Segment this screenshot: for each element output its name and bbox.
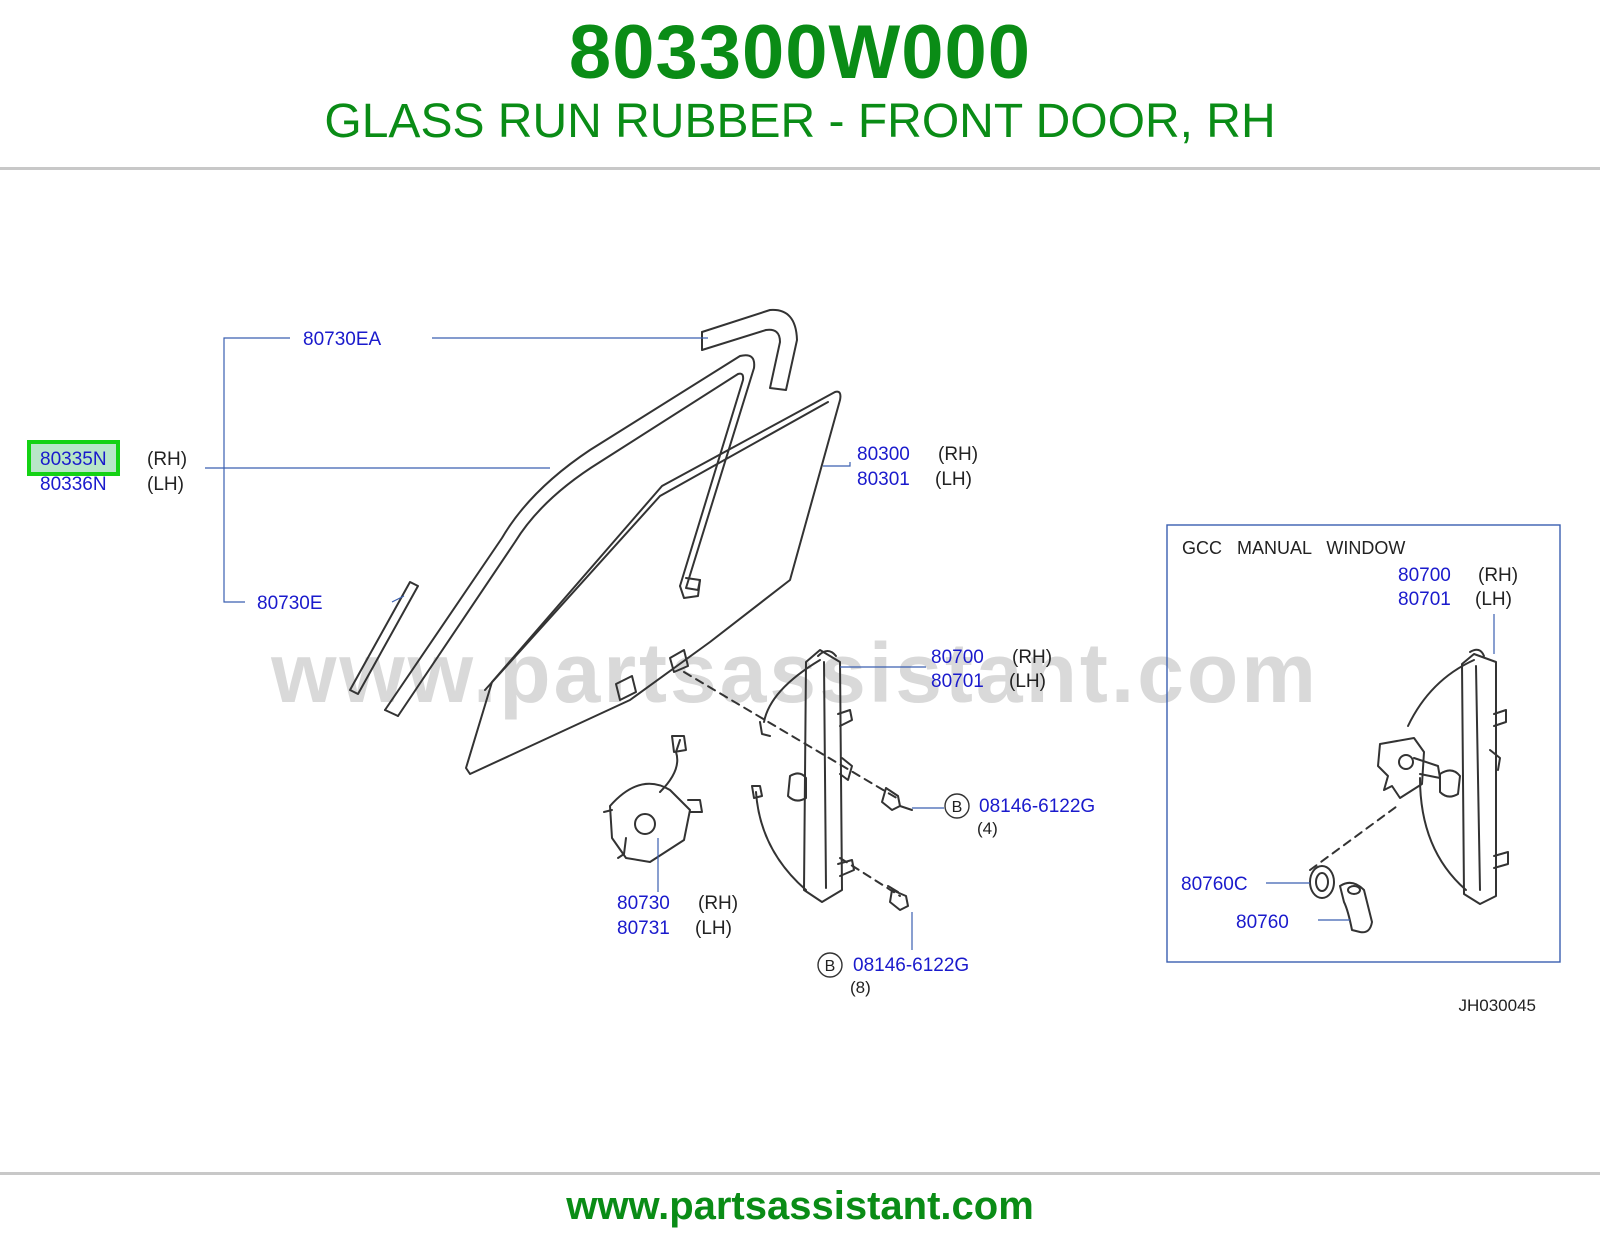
glass-run-upper-drawing (701, 308, 798, 391)
inset-callout-80700-side: (RH) (1478, 565, 1518, 586)
bolt-lower-qty: (8) (850, 978, 871, 997)
bolt-upper-qty: (4) (977, 819, 998, 838)
callout-80700-side: (RH) (1012, 647, 1052, 668)
callout-80730E[interactable]: 80730E (257, 593, 323, 614)
window-regulator-drawing (751, 649, 855, 903)
ref-circle-lower (817, 952, 843, 978)
callout-80300[interactable]: 80300 (857, 444, 910, 465)
bolt-upper-ref: B (952, 799, 963, 816)
inset-regulator-drawing (1377, 648, 1509, 905)
inset-callout-80701-side: (LH) (1475, 589, 1512, 610)
parts-diagram: www.partsassistant.com (0, 290, 1600, 1050)
callout-80701-side: (LH) (1009, 671, 1046, 692)
callout-80700[interactable]: 80700 (931, 647, 984, 668)
inset-frame (1166, 524, 1561, 963)
drawing-code: JH030045 (1458, 996, 1536, 1015)
callout-80731-side: (LH) (695, 918, 732, 939)
footer-divider (0, 1172, 1600, 1175)
callout-80730[interactable]: 80730 (617, 893, 670, 914)
inset-title: GCC MANUAL WINDOW (1182, 538, 1405, 558)
glass-run-rubber-drawing (384, 354, 756, 717)
callout-80301-side: (LH) (935, 469, 972, 490)
door-glass-drawing (465, 390, 842, 775)
callout-08146-6122G-upper[interactable]: 08146-6122G (979, 796, 1095, 817)
callout-80730EA[interactable]: 80730EA (303, 329, 382, 350)
callout-80336N[interactable]: 80336N (40, 474, 107, 495)
inset-escutcheon-drawing (1309, 865, 1335, 899)
inset-callout-80760[interactable]: 80760 (1236, 912, 1289, 933)
callout-08146-6122G-lower[interactable]: 08146-6122G (853, 955, 969, 976)
bolt-upper-drawing (881, 787, 913, 811)
callout-80335N-side: (RH) (147, 449, 187, 470)
ref-circle-upper (944, 793, 970, 819)
inset-callout-80700[interactable]: 80700 (1398, 565, 1451, 586)
bolt-lower-ref: B (825, 958, 836, 975)
inset-gcc-manual-window: GCC MANUAL WINDOW 80700 (RH) 80701 (LH) … (1166, 524, 1561, 963)
inset-callout-80701[interactable]: 80701 (1398, 589, 1451, 610)
watermark: www.partsassistant.com (270, 626, 1319, 720)
parts-diagram-svg: www.partsassistant.com (27, 308, 1561, 1015)
bolt-lower-drawing (887, 885, 909, 911)
callout-80335N[interactable]: 80335N (40, 449, 107, 470)
leader-lines (205, 337, 1495, 950)
callout-80300-side: (RH) (938, 444, 978, 465)
callout-80730-side: (RH) (698, 893, 738, 914)
callout-80731[interactable]: 80731 (617, 918, 670, 939)
callout-80336N-side: (LH) (147, 474, 184, 495)
highlight-box (27, 440, 120, 476)
inset-callout-80760C[interactable]: 80760C (1181, 874, 1248, 895)
regulator-motor-drawing (603, 735, 703, 863)
inset-handle-drawing (1339, 881, 1373, 934)
footer-url[interactable]: www.partsassistant.com (566, 1184, 1034, 1228)
page-header: 803300W000 GLASS RUN RUBBER - FRONT DOOR… (0, 0, 1600, 168)
callout-80701[interactable]: 80701 (931, 671, 984, 692)
part-number-title: 803300W000 (568, 10, 1032, 95)
glass-run-lower-drawing (349, 581, 419, 695)
header-divider (0, 167, 1600, 170)
callout-80301[interactable]: 80301 (857, 469, 910, 490)
part-description: GLASS RUN RUBBER - FRONT DOOR, RH (324, 95, 1276, 148)
